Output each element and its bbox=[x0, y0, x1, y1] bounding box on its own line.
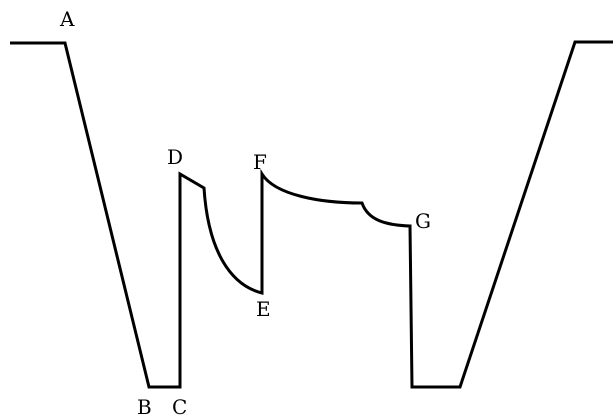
waveform-curve bbox=[10, 40, 613, 389]
label-g: G bbox=[415, 209, 431, 233]
label-c: C bbox=[172, 395, 187, 419]
label-b: B bbox=[137, 395, 152, 419]
label-f: F bbox=[253, 150, 267, 174]
label-d: D bbox=[167, 145, 183, 169]
label-a: A bbox=[59, 7, 75, 31]
label-e: E bbox=[256, 297, 271, 321]
